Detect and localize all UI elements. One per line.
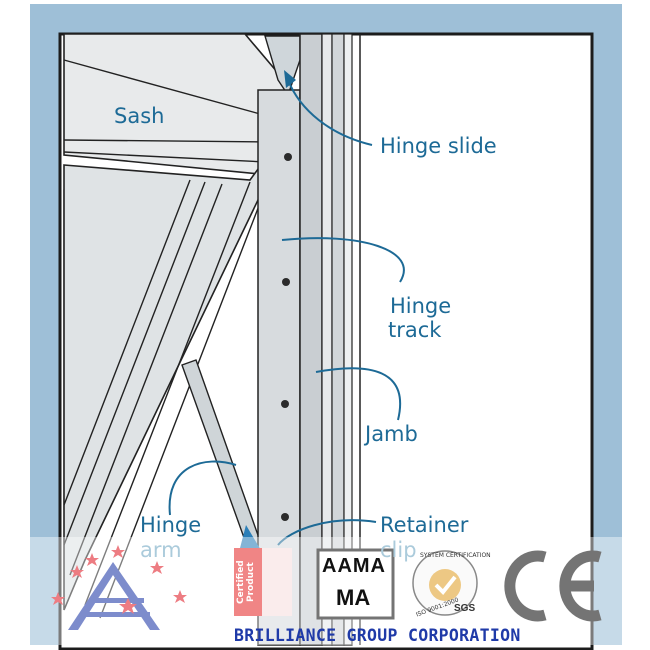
star-icon [173, 590, 187, 603]
hinge-track-leader [281, 237, 405, 283]
label-hinge-track-line2: track [388, 318, 442, 342]
badge-red [234, 548, 262, 616]
sgs-cert-logo [412, 550, 478, 616]
jamb-trim [343, 33, 353, 646]
check-icon [434, 575, 457, 595]
sash-line [63, 139, 273, 143]
logo-crossbar [92, 598, 144, 603]
hinge-slide-arrow [284, 70, 296, 88]
sash-line [63, 151, 267, 163]
star-icon [119, 598, 137, 614]
aama-logo [316, 548, 395, 620]
star-icon [85, 553, 99, 566]
ce-e-letter [559, 550, 602, 622]
sash-line [84, 181, 251, 606]
badge-stripes [262, 548, 292, 616]
aama-frame [316, 548, 395, 620]
logo-stars [51, 545, 187, 614]
sash-line [63, 181, 206, 546]
screw [281, 513, 289, 521]
label-retainer-clip-line1: Retainer [380, 513, 469, 537]
hinge-arm-leader [168, 460, 237, 516]
aama-bottom-text: MA [336, 585, 371, 610]
screw [281, 400, 289, 408]
ce-mark [504, 550, 602, 622]
retainer-clip-leader [277, 519, 377, 546]
company-name: BRILLIANCE GROUP CORPORATION [234, 626, 521, 645]
screw [282, 278, 290, 286]
brand-strip [30, 537, 622, 645]
star-icon [150, 561, 164, 574]
sash-line [63, 179, 191, 506]
jamb-leader [315, 367, 401, 421]
leader-lines [168, 79, 405, 546]
screw [284, 153, 292, 161]
track-screws [281, 153, 292, 521]
sash-line [63, 59, 283, 121]
star-icon [70, 565, 84, 578]
label-sash: Sash [114, 104, 165, 128]
sash-line [99, 171, 273, 619]
aama-top-text: AAMA [322, 555, 386, 577]
label-retainer-clip-line2: clip [380, 538, 417, 562]
brilliance-logo [51, 545, 187, 630]
retainer-clip [240, 525, 262, 552]
label-hinge-slide: Hinge slide [380, 134, 497, 158]
badge-text: Certified Product [236, 560, 256, 604]
label-hinge-arm-line1: Hinge [140, 513, 202, 537]
hinge-slide-leader [287, 79, 373, 146]
star-icon [111, 545, 125, 558]
label-jamb: Jamb [365, 422, 418, 446]
logo-crossbar [84, 612, 150, 617]
ce-c-letter [504, 550, 547, 622]
logo-a-mark [68, 562, 160, 630]
label-hinge-arm-line2: arm [140, 538, 182, 562]
label-hinge-track-line1: Hinge [390, 294, 452, 318]
certified-product-badge [234, 548, 292, 616]
cert-ring-text: SYSTEM CERTIFICATION [420, 552, 491, 559]
star-icon [51, 592, 65, 605]
sgs-text: SGS [454, 603, 476, 614]
sash-line [69, 183, 223, 576]
